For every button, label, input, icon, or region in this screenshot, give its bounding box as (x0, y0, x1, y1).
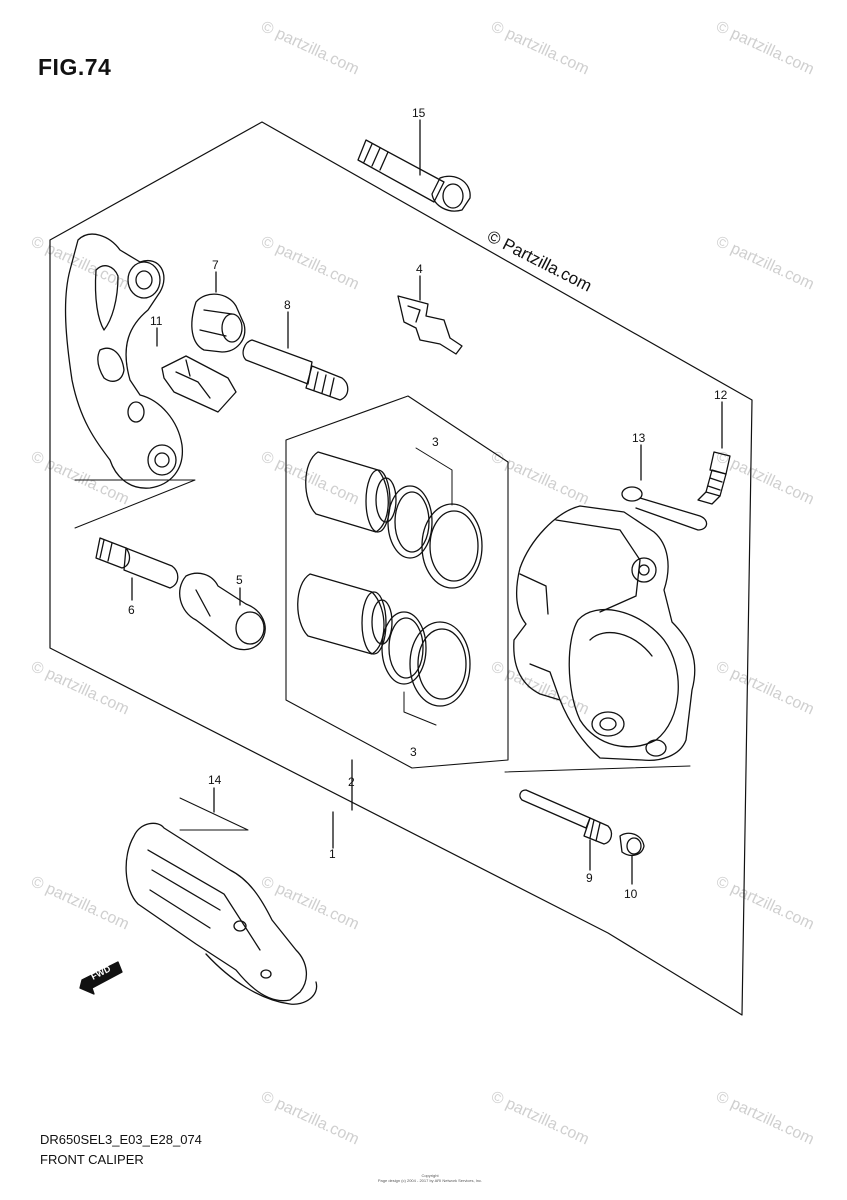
callout-9: 9 (586, 871, 593, 885)
plug (619, 832, 645, 857)
callout-11: 11 (150, 314, 163, 328)
callout-1: 1 (329, 847, 336, 861)
caliper-body (513, 505, 696, 762)
callout-4: 4 (416, 262, 423, 276)
figure-name: FRONT CALIPER (40, 1152, 144, 1167)
leader-line (403, 691, 437, 726)
callout-3-lower: 3 (410, 745, 417, 759)
watermark-text: © partzilla.com (713, 1088, 816, 1148)
callout-12: 12 (714, 388, 728, 402)
leader-line (179, 797, 249, 831)
callout-15: 15 (412, 106, 426, 120)
watermark-text: © partzilla.com (713, 18, 816, 78)
bleeder-cap (621, 486, 708, 531)
callout-13: 13 (632, 431, 646, 445)
pad-spring (397, 295, 463, 355)
forward-arrow-icon: FWD (79, 961, 123, 995)
watermark-text: © partzilla.com (28, 658, 131, 718)
watermark-text: © partzilla.com (258, 448, 361, 508)
watermark-layer: © partzilla.com © partzilla.com © partzi… (28, 18, 816, 1148)
watermark-text: © partzilla.com (28, 233, 131, 293)
copyright-notice: Copyright Page design (c) 2004 - 2017 by… (360, 1173, 500, 1183)
callout-3-upper: 3 (432, 435, 439, 449)
seal-lower (381, 611, 471, 707)
callout-2: 2 (348, 775, 355, 789)
lower-pin (95, 537, 179, 589)
watermark-text: © partzilla.com (488, 1088, 591, 1148)
upper-boot (191, 293, 246, 353)
piston-lower (297, 573, 393, 655)
copyright-line: Page design (c) 2004 - 2017 by ARI Netwo… (377, 1178, 483, 1183)
pad-pin (519, 789, 613, 845)
watermark-text: © partzilla.com (28, 873, 131, 933)
seal-upper (387, 485, 483, 589)
figure-title: FIG.74 (38, 54, 112, 80)
watermark-text: © partzilla.com (258, 1088, 361, 1148)
caliper-bracket (64, 233, 184, 489)
callout-labels: 15 4 7 8 11 12 13 3 5 6 3 2 14 1 9 10 (128, 106, 728, 901)
pad-retainer (161, 355, 237, 413)
upper-pin (242, 339, 349, 401)
watermark-text: © partzilla.com (28, 448, 131, 508)
watermark-text: © partzilla.com (488, 448, 591, 508)
leader-line (504, 765, 691, 773)
callout-10: 10 (624, 887, 638, 901)
leader-line (415, 447, 453, 506)
brake-pad-set (125, 822, 318, 1005)
mounting-bolt (357, 139, 471, 212)
model-code: DR650SEL3_E03_E28_074 (40, 1132, 202, 1147)
leader-line (74, 479, 196, 529)
copyright-heading: Copyright (421, 1173, 439, 1178)
watermark-text: © partzilla.com (713, 448, 816, 508)
watermark-text: © partzilla.com (713, 658, 816, 718)
watermark-text: © partzilla.com (488, 18, 591, 78)
watermark-text: © partzilla.com (258, 873, 361, 933)
bleeder-valve (697, 451, 731, 505)
watermark-text: © partzilla.com (713, 873, 816, 933)
piston-upper (305, 451, 397, 533)
callout-5: 5 (236, 573, 243, 587)
lower-boot (179, 572, 266, 651)
callout-7: 7 (212, 258, 219, 272)
callout-8: 8 (284, 298, 291, 312)
watermark-text: © partzilla.com (713, 233, 816, 293)
assembly-outline (49, 121, 753, 1016)
callout-14: 14 (208, 773, 222, 787)
piston-subassembly-outline (285, 395, 509, 769)
watermark-text: © partzilla.com (258, 233, 361, 293)
callout-6: 6 (128, 603, 135, 617)
watermark-text: © partzilla.com (258, 18, 361, 78)
partzilla-watermark: © Partzilla.com (484, 227, 595, 296)
